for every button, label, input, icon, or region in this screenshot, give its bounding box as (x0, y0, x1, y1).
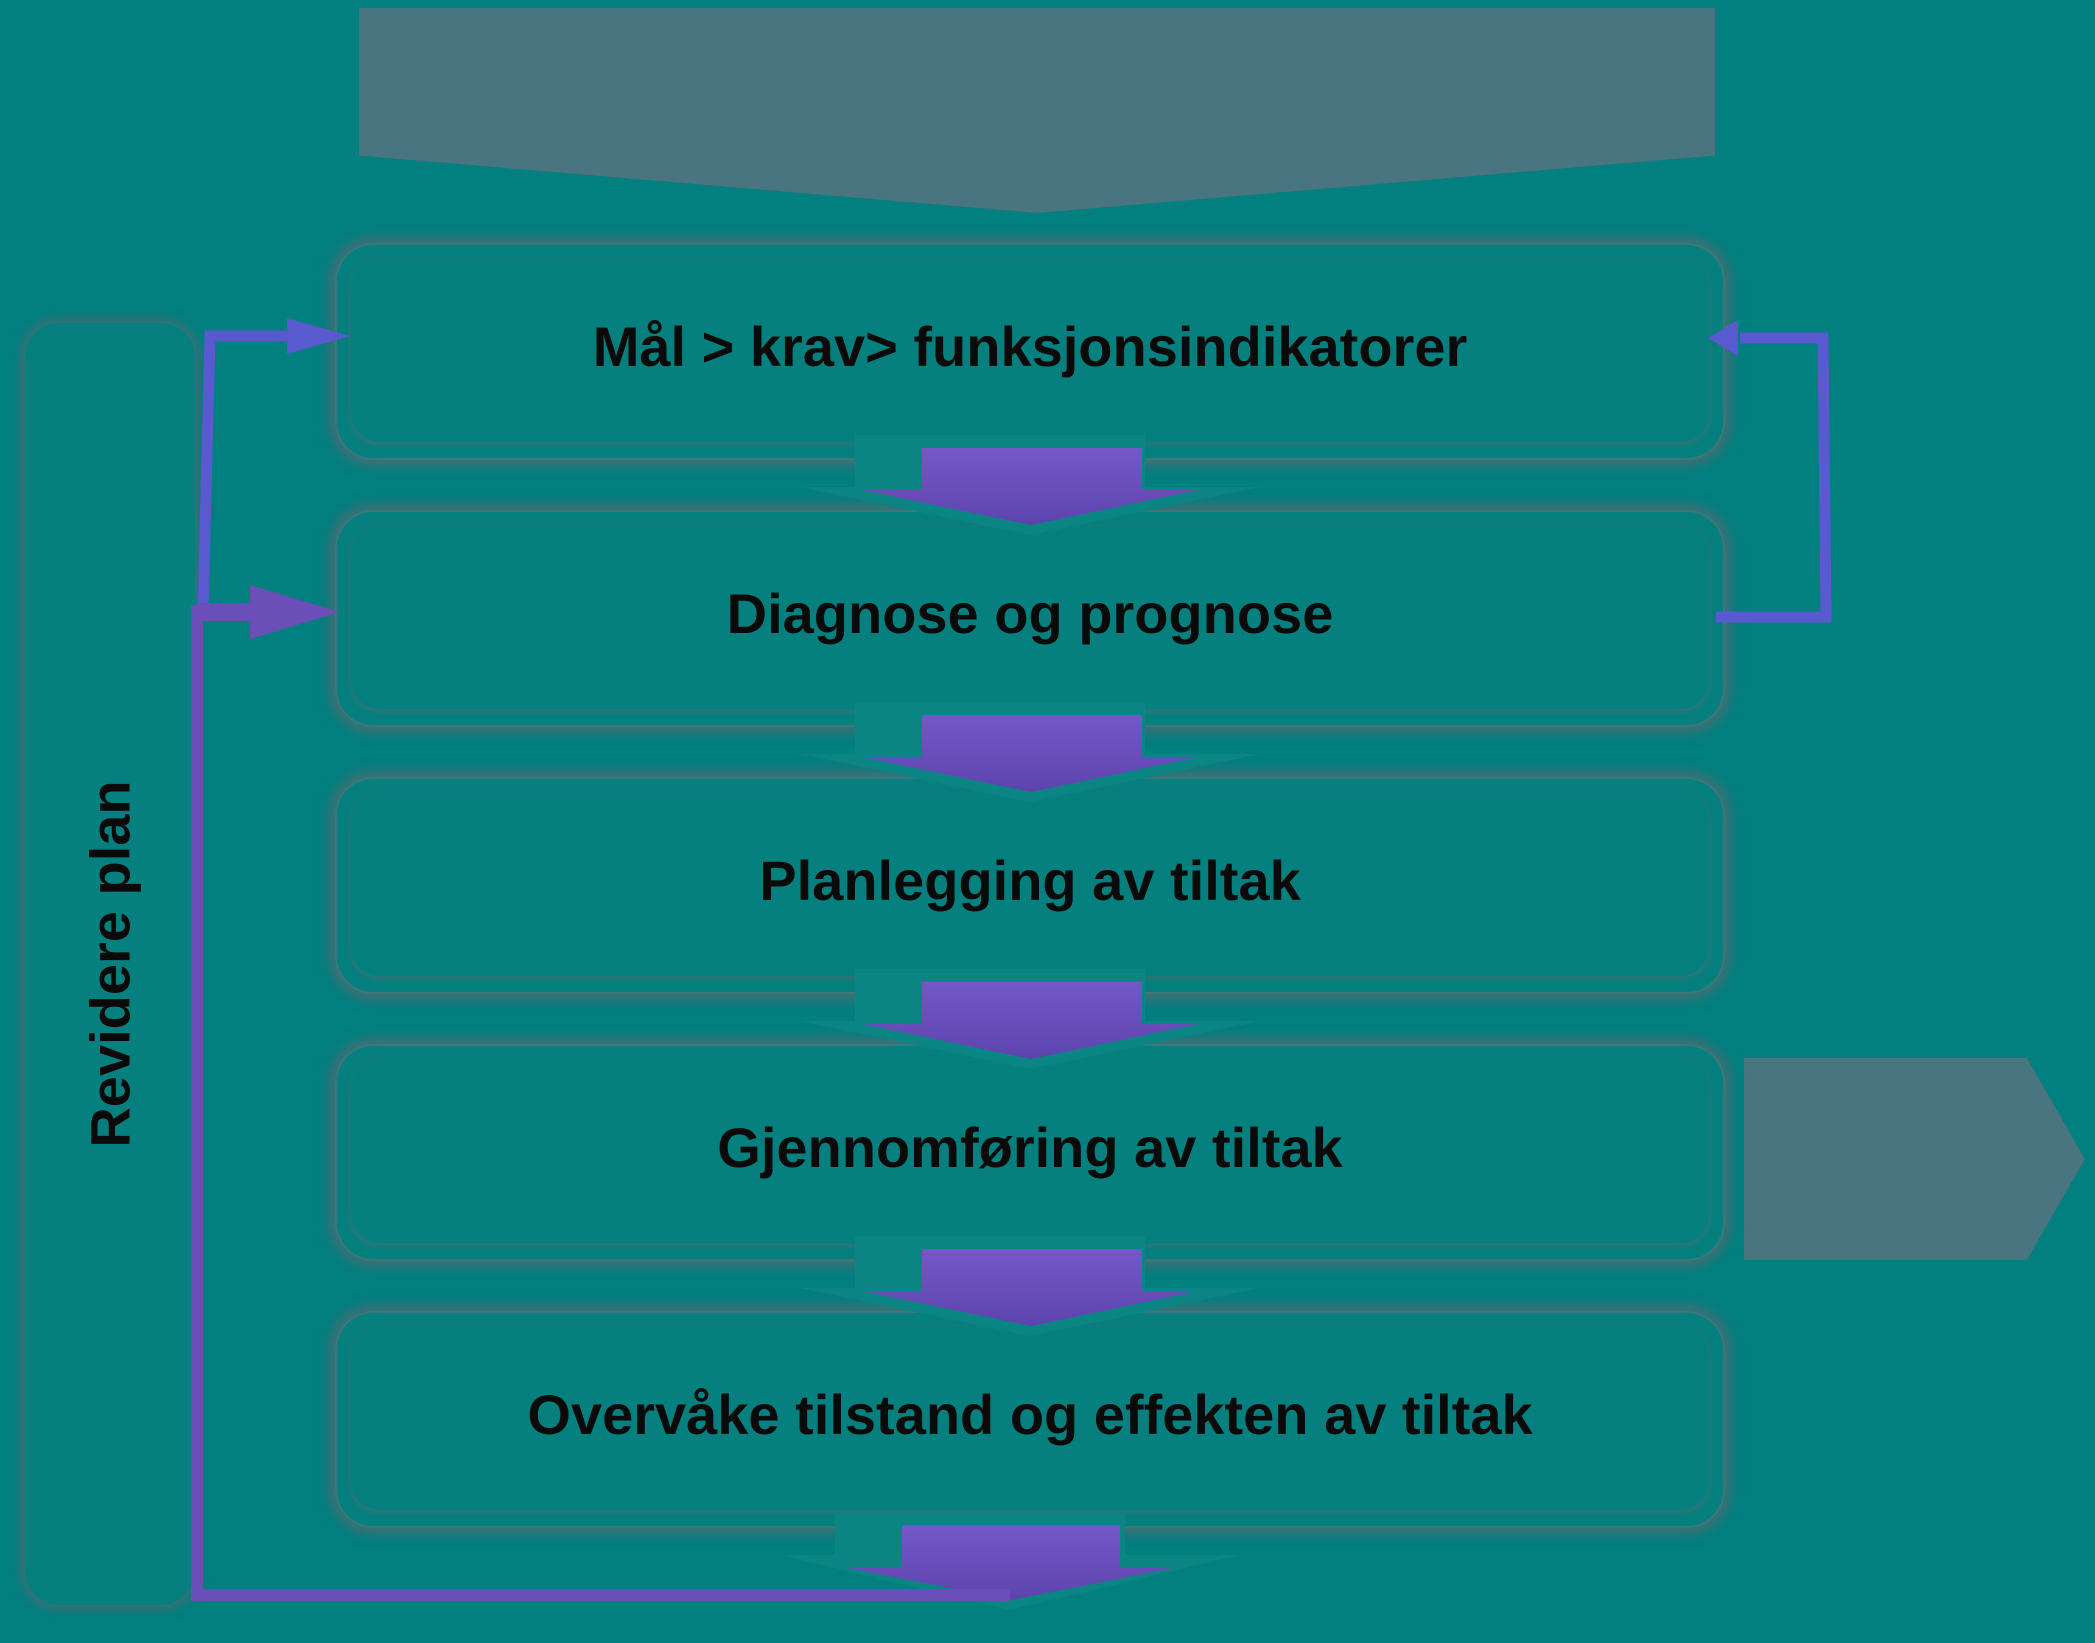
step-diagnosis: Diagnose og prognose (335, 510, 1725, 727)
step-monitoring: Overvåke tilstand og effekten av tiltak (335, 1311, 1725, 1528)
step-label: Planlegging av tiltak (759, 849, 1301, 912)
right-chevron-arrow (1744, 1058, 2085, 1260)
step-label: Diagnose og prognose (726, 582, 1334, 645)
step-label: Gjennomføring av tiltak (717, 1116, 1343, 1179)
step-label: Mål > krav> funksjonsindikatorer (592, 315, 1468, 378)
step-implementation: Gjennomføring av tiltak (335, 1044, 1725, 1261)
revise-plan-bar: Revidere plan (25, 323, 195, 1605)
revise-plan-label: Revidere plan (78, 780, 142, 1148)
step-planning: Planlegging av tiltak (335, 777, 1725, 994)
arrow-head-icon (250, 585, 340, 639)
step-label: Overvåke tilstand og effekten av tiltak (527, 1383, 1533, 1446)
feedback-bracket-right (1708, 320, 1832, 623)
top-banner-arrow (359, 8, 1715, 213)
step-goals: Mål > krav> funksjonsindikatorer (335, 243, 1725, 460)
